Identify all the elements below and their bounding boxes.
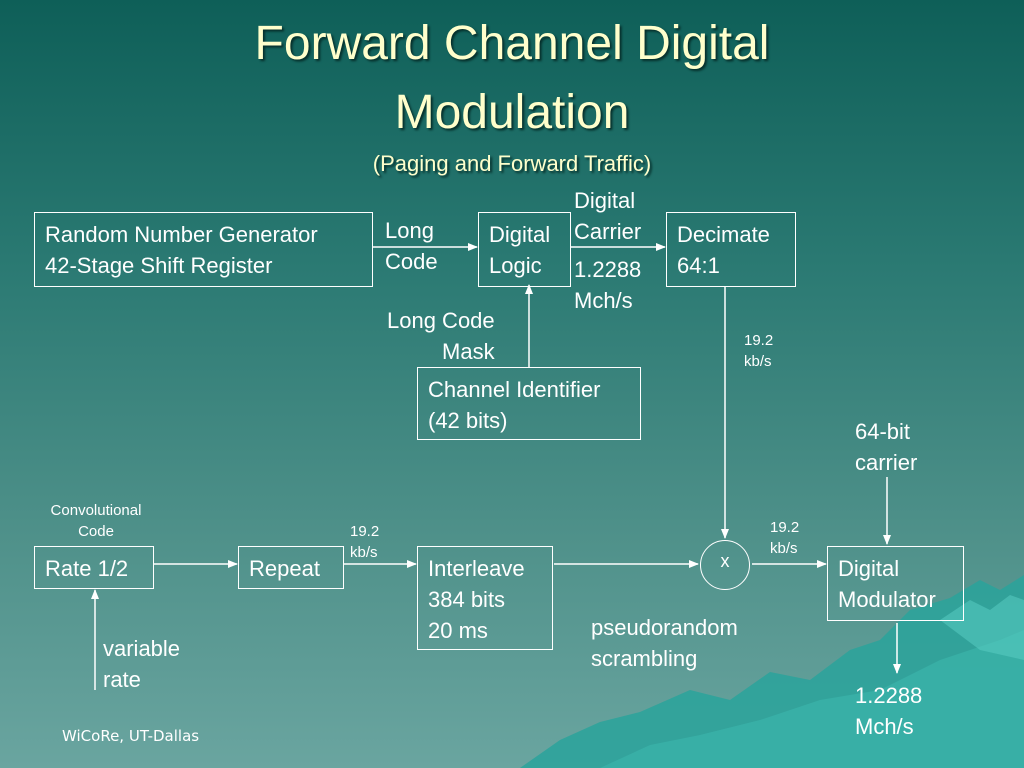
decimate-rate-label: 19.2 kb/s [744,332,774,370]
footer-text: WiCoRe, UT-Dallas [62,727,200,745]
decimate-label: Decimate 64:1 [677,222,770,278]
digital-logic-label: Digital Logic [489,222,551,278]
digital-logic-box: Digital Logic [478,212,571,287]
digital-modulator-label: Digital Modulator [838,556,936,612]
convolutional-code-label: Convolutional Code [50,502,142,540]
pseudorandom-scrambling-label: pseudorandom scrambling [591,615,738,671]
rate-box: Rate 1/2 [34,546,154,589]
variable-rate-label: variable rate [103,636,181,692]
rate-label: Rate 1/2 [45,556,129,581]
digital-modulator-box: Digital Modulator [827,546,964,621]
random-number-generator-label: Random Number Generator 42-Stage Shift R… [45,222,318,278]
multiplier-node: x [700,540,750,590]
repeat-rate-label: 19.2 kb/s [350,523,380,561]
repeat-box: Repeat [238,546,344,589]
slide-title-line2: Modulation [394,86,630,139]
channel-identifier-box: Channel Identifier (42 bits) [417,367,641,440]
interleave-label: Interleave 384 bits 20 ms [428,556,525,643]
output-rate-label: 1.2288 Mch/s [855,683,923,739]
long-code-label: Long Code [385,218,438,274]
digital-carrier-label: Digital Carrier [574,188,642,244]
interleave-box: Interleave 384 bits 20 ms [417,546,553,650]
channel-identifier-label: Channel Identifier (42 bits) [428,377,601,433]
slide-subtitle: (Paging and Forward Traffic) [372,151,652,176]
mult-rate-label: 19.2 kb/s [770,519,800,557]
repeat-label: Repeat [249,556,320,581]
carrier-64bit-label: 64-bit carrier [855,419,918,475]
carrier-rate-label: 1.2288 Mch/s [574,257,642,313]
random-number-generator-box: Random Number Generator 42-Stage Shift R… [34,212,373,287]
long-code-mask-label: Long Code Mask [387,308,495,364]
decimate-box: Decimate 64:1 [666,212,796,287]
slide-title-line1: Forward Channel Digital [254,17,770,70]
